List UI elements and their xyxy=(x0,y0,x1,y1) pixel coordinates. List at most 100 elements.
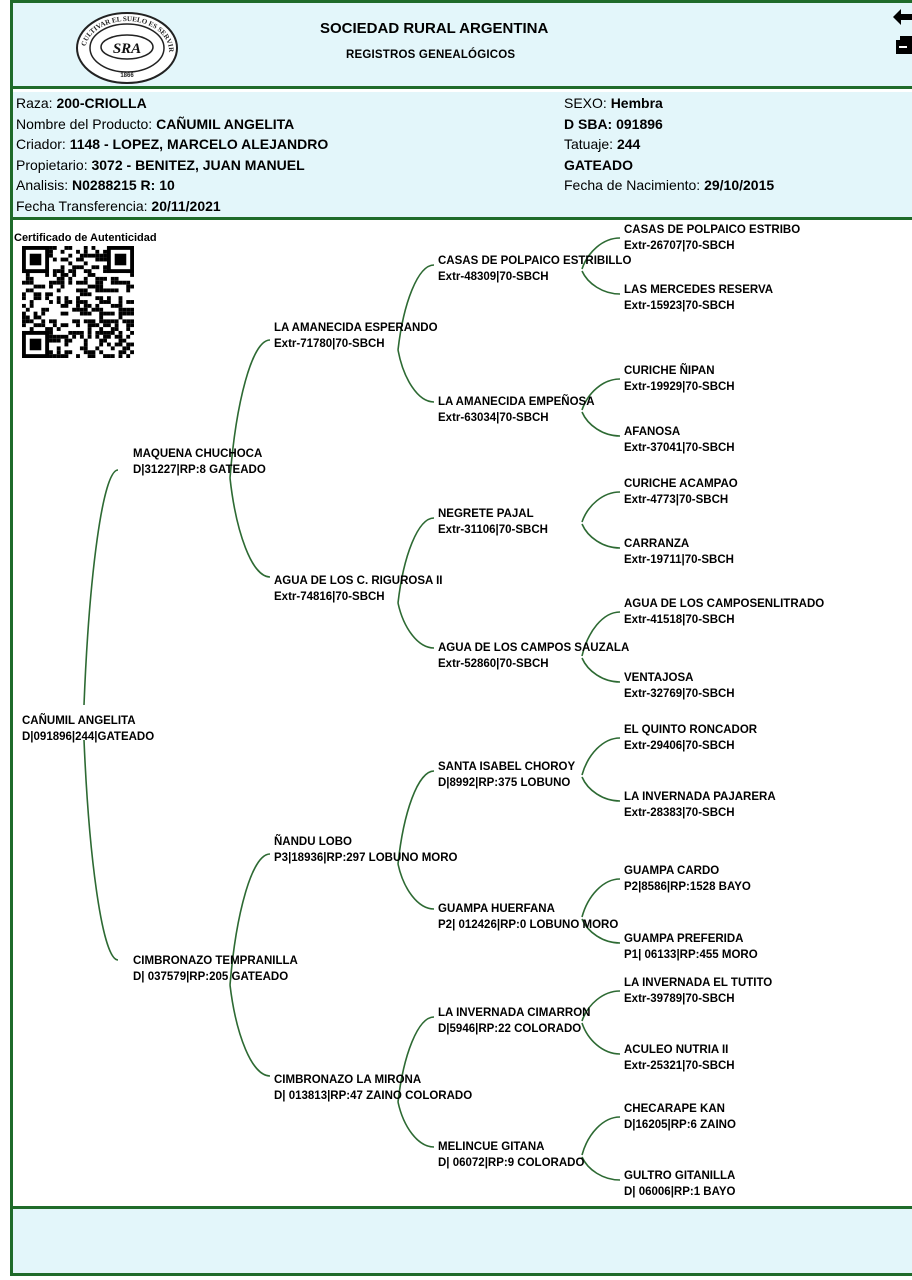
ancestor-registry: D|5946|RP:22 COLORADO xyxy=(438,1023,582,1035)
tattoo-row: Tatuaje: 244 xyxy=(564,136,641,152)
ancestor-name: AFANOSA xyxy=(624,426,681,438)
ancestor-registry: D|16205|RP:6 ZAINO xyxy=(624,1119,736,1131)
ancestor-registry: P2|8586|RP:1528 BAYO xyxy=(624,881,751,893)
ancestor-registry: P2| 012426|RP:0 LOBUNO MORO xyxy=(438,919,619,931)
ancestor-name: SANTA ISABEL CHOROY xyxy=(438,761,576,773)
pedigree-node-gen4: CARRANZA Extr-19711|70-SBCH xyxy=(624,536,734,568)
printer-icon[interactable] xyxy=(896,36,912,54)
ancestor-registry: Extr-31106|70-SBCH xyxy=(438,524,548,536)
pedigree-node-gen4: GUAMPA CARDO P2|8586|RP:1528 BAYO xyxy=(624,863,751,895)
ancestor-registry: D| 06072|RP:9 COLORADO xyxy=(438,1157,585,1169)
svg-text:1866: 1866 xyxy=(120,73,134,79)
ancestor-registry: Extr-19929|70-SBCH xyxy=(624,381,735,393)
pedigree-node-gen3: MELINCUE GITANA D| 06072|RP:9 COLORADO xyxy=(438,1139,584,1171)
ancestor-name: ÑANDU LOBO xyxy=(274,836,352,848)
ancestor-name: VENTAJOSA xyxy=(624,672,694,684)
ancestor-registry: D|31227|RP:8 GATEADO xyxy=(133,464,266,476)
ancestor-name: GUAMPA PREFERIDA xyxy=(624,933,744,945)
ancestor-name: NEGRETE PAJAL xyxy=(438,508,534,520)
pedigree-node-gen3: SANTA ISABEL CHOROY D|8992|RP:375 LOBUNO xyxy=(438,759,575,791)
owner-row: Propietario: 3072 - BENITEZ, JUAN MANUEL xyxy=(16,157,305,173)
ancestor-name: GUAMPA HUERFANA xyxy=(438,903,555,915)
ancestor-name: AGUA DE LOS C. RIGUROSA II xyxy=(274,575,443,587)
ancestor-name: LA INVERNADA PAJARERA xyxy=(624,791,776,803)
ancestor-name: CIMBRONAZO LA MIRONA xyxy=(274,1074,422,1086)
animal-info: Raza: 200-CRIOLLA Nombre del Producto: C… xyxy=(13,92,912,220)
ancestor-name: CHECARAPE KAN xyxy=(624,1103,725,1115)
pedigree-node-gen4: VENTAJOSA Extr-32769|70-SBCH xyxy=(624,670,735,702)
pedigree-node-gen4: LAS MERCEDES RESERVA Extr-15923|70-SBCH xyxy=(624,282,773,314)
ancestor-registry: Extr-4773|70-SBCH xyxy=(624,494,729,506)
pedigree-node-gen4: LA INVERNADA EL TUTITO Extr-39789|70-SBCH xyxy=(624,975,772,1007)
certificate-label: Certificado de Autenticidad xyxy=(14,232,157,244)
breed-row: Raza: 200-CRIOLLA xyxy=(16,95,147,111)
ancestor-registry: Extr-19711|70-SBCH xyxy=(624,554,734,566)
ancestor-name: CARRANZA xyxy=(624,538,690,550)
ancestor-registry: D| 013813|RP:47 ZAINO COLORADO xyxy=(274,1090,473,1102)
ancestor-registry: Extr-32769|70-SBCH xyxy=(624,688,735,700)
ancestor-registry: Extr-15923|70-SBCH xyxy=(624,300,735,312)
pedigree-node-gen1: CIMBRONAZO TEMPRANILLA D| 037579|RP:205 G… xyxy=(133,953,298,985)
analysis-row: Analisis: N0288215 R: 10 xyxy=(16,177,175,193)
coat-row: GATEADO xyxy=(564,157,633,173)
ancestor-registry: Extr-28383|70-SBCH xyxy=(624,807,735,819)
ancestor-registry: D| 037579|RP:205 GATEADO xyxy=(133,971,289,983)
breeder-row: Criador: 1148 - LOPEZ, MARCELO ALEJANDRO xyxy=(16,136,329,152)
ancestor-name: AGUA DE LOS CAMPOS SAUZALA xyxy=(438,642,630,654)
dsba-row: D SBA: 091896 xyxy=(564,116,663,132)
transfer-date-row: Fecha Transferencia: 20/11/2021 xyxy=(16,198,221,214)
ancestor-registry: Extr-48309|70-SBCH xyxy=(438,271,549,283)
pedigree-node-gen4: CHECARAPE KAN D|16205|RP:6 ZAINO xyxy=(624,1101,736,1133)
ancestor-registry: Extr-25321|70-SBCH xyxy=(624,1060,735,1072)
pedigree-node-gen4: LA INVERNADA PAJARERA Extr-28383|70-SBCH xyxy=(624,789,776,821)
ancestor-name: CASAS DE POLPAICO ESTRIBO xyxy=(624,224,801,236)
ancestor-name: MELINCUE GITANA xyxy=(438,1141,545,1153)
ancestor-name: LA AMANECIDA ESPERANDO xyxy=(274,322,438,334)
ancestor-registry: D| 06006|RP:1 BAYO xyxy=(624,1186,736,1198)
pedigree-node-gen3: LA INVERNADA CIMARRON D|5946|RP:22 COLORA… xyxy=(438,1005,590,1037)
product-name-row: Nombre del Producto: CAÑUMIL ANGELITA xyxy=(16,116,295,132)
pedigree-node-gen4: CURICHE ÑIPAN Extr-19929|70-SBCH xyxy=(624,363,735,395)
sra-logo: CULTIVAR EL SUELO ES SERVIR A LA PATRIA … xyxy=(75,11,178,84)
registry-subtitle: REGISTROS GENEALÓGICOS xyxy=(346,49,516,61)
pedigree-node-gen2: CIMBRONAZO LA MIRONA D| 013813|RP:47 ZAIN… xyxy=(274,1072,472,1104)
svg-text:SRA: SRA xyxy=(113,41,141,57)
ancestor-name: CASAS DE POLPAICO ESTRIBILLO xyxy=(438,255,632,267)
back-arrow-icon[interactable] xyxy=(892,8,912,26)
footer xyxy=(13,1206,912,1273)
pedigree-node-gen4: CURICHE ACAMPAO Extr-4773|70-SBCH xyxy=(624,476,738,508)
ancestor-name: CURICHE ÑIPAN xyxy=(624,365,715,377)
ancestor-name: CIMBRONAZO TEMPRANILLA xyxy=(133,955,298,967)
ancestor-registry: Extr-37041|70-SBCH xyxy=(624,442,735,454)
pedigree-node-gen3: AGUA DE LOS CAMPOS SAUZALA Extr-52860|70-… xyxy=(438,640,629,672)
qr-code-icon[interactable] xyxy=(22,246,134,358)
ancestor-registry: Extr-41518|70-SBCH xyxy=(624,614,735,626)
ancestor-name: MAQUENA CHUCHOCA xyxy=(133,448,263,460)
ancestor-registry: Extr-52860|70-SBCH xyxy=(438,658,549,670)
ancestor-name: LA INVERNADA EL TUTITO xyxy=(624,977,773,989)
ancestor-registry: Extr-39789|70-SBCH xyxy=(624,993,735,1005)
ancestor-name: LAS MERCEDES RESERVA xyxy=(624,284,774,296)
ancestor-name: CURICHE ACAMPAO xyxy=(624,478,738,490)
ancestor-registry: D|8992|RP:375 LOBUNO xyxy=(438,777,571,789)
ancestor-name: EL QUINTO RONCADOR xyxy=(624,724,758,736)
ancestor-registry: P3|18936|RP:297 LOBUNO MORO xyxy=(274,852,458,864)
pedigree-node-gen1: MAQUENA CHUCHOCA D|31227|RP:8 GATEADO xyxy=(133,446,266,478)
ancestor-registry: D|091896|244|GATEADO xyxy=(22,731,155,743)
birth-date-row: Fecha de Nacimiento: 29/10/2015 xyxy=(564,177,775,193)
pedigree-node-gen3: CASAS DE POLPAICO ESTRIBILLO Extr-48309|7… xyxy=(438,253,631,285)
pedigree-node-gen2: ÑANDU LOBO P3|18936|RP:297 LOBUNO MORO xyxy=(274,834,457,866)
ancestor-registry: Extr-63034|70-SBCH xyxy=(438,412,549,424)
ancestor-name: GUAMPA CARDO xyxy=(624,865,720,877)
ancestor-name: LA INVERNADA CIMARRON xyxy=(438,1007,591,1019)
